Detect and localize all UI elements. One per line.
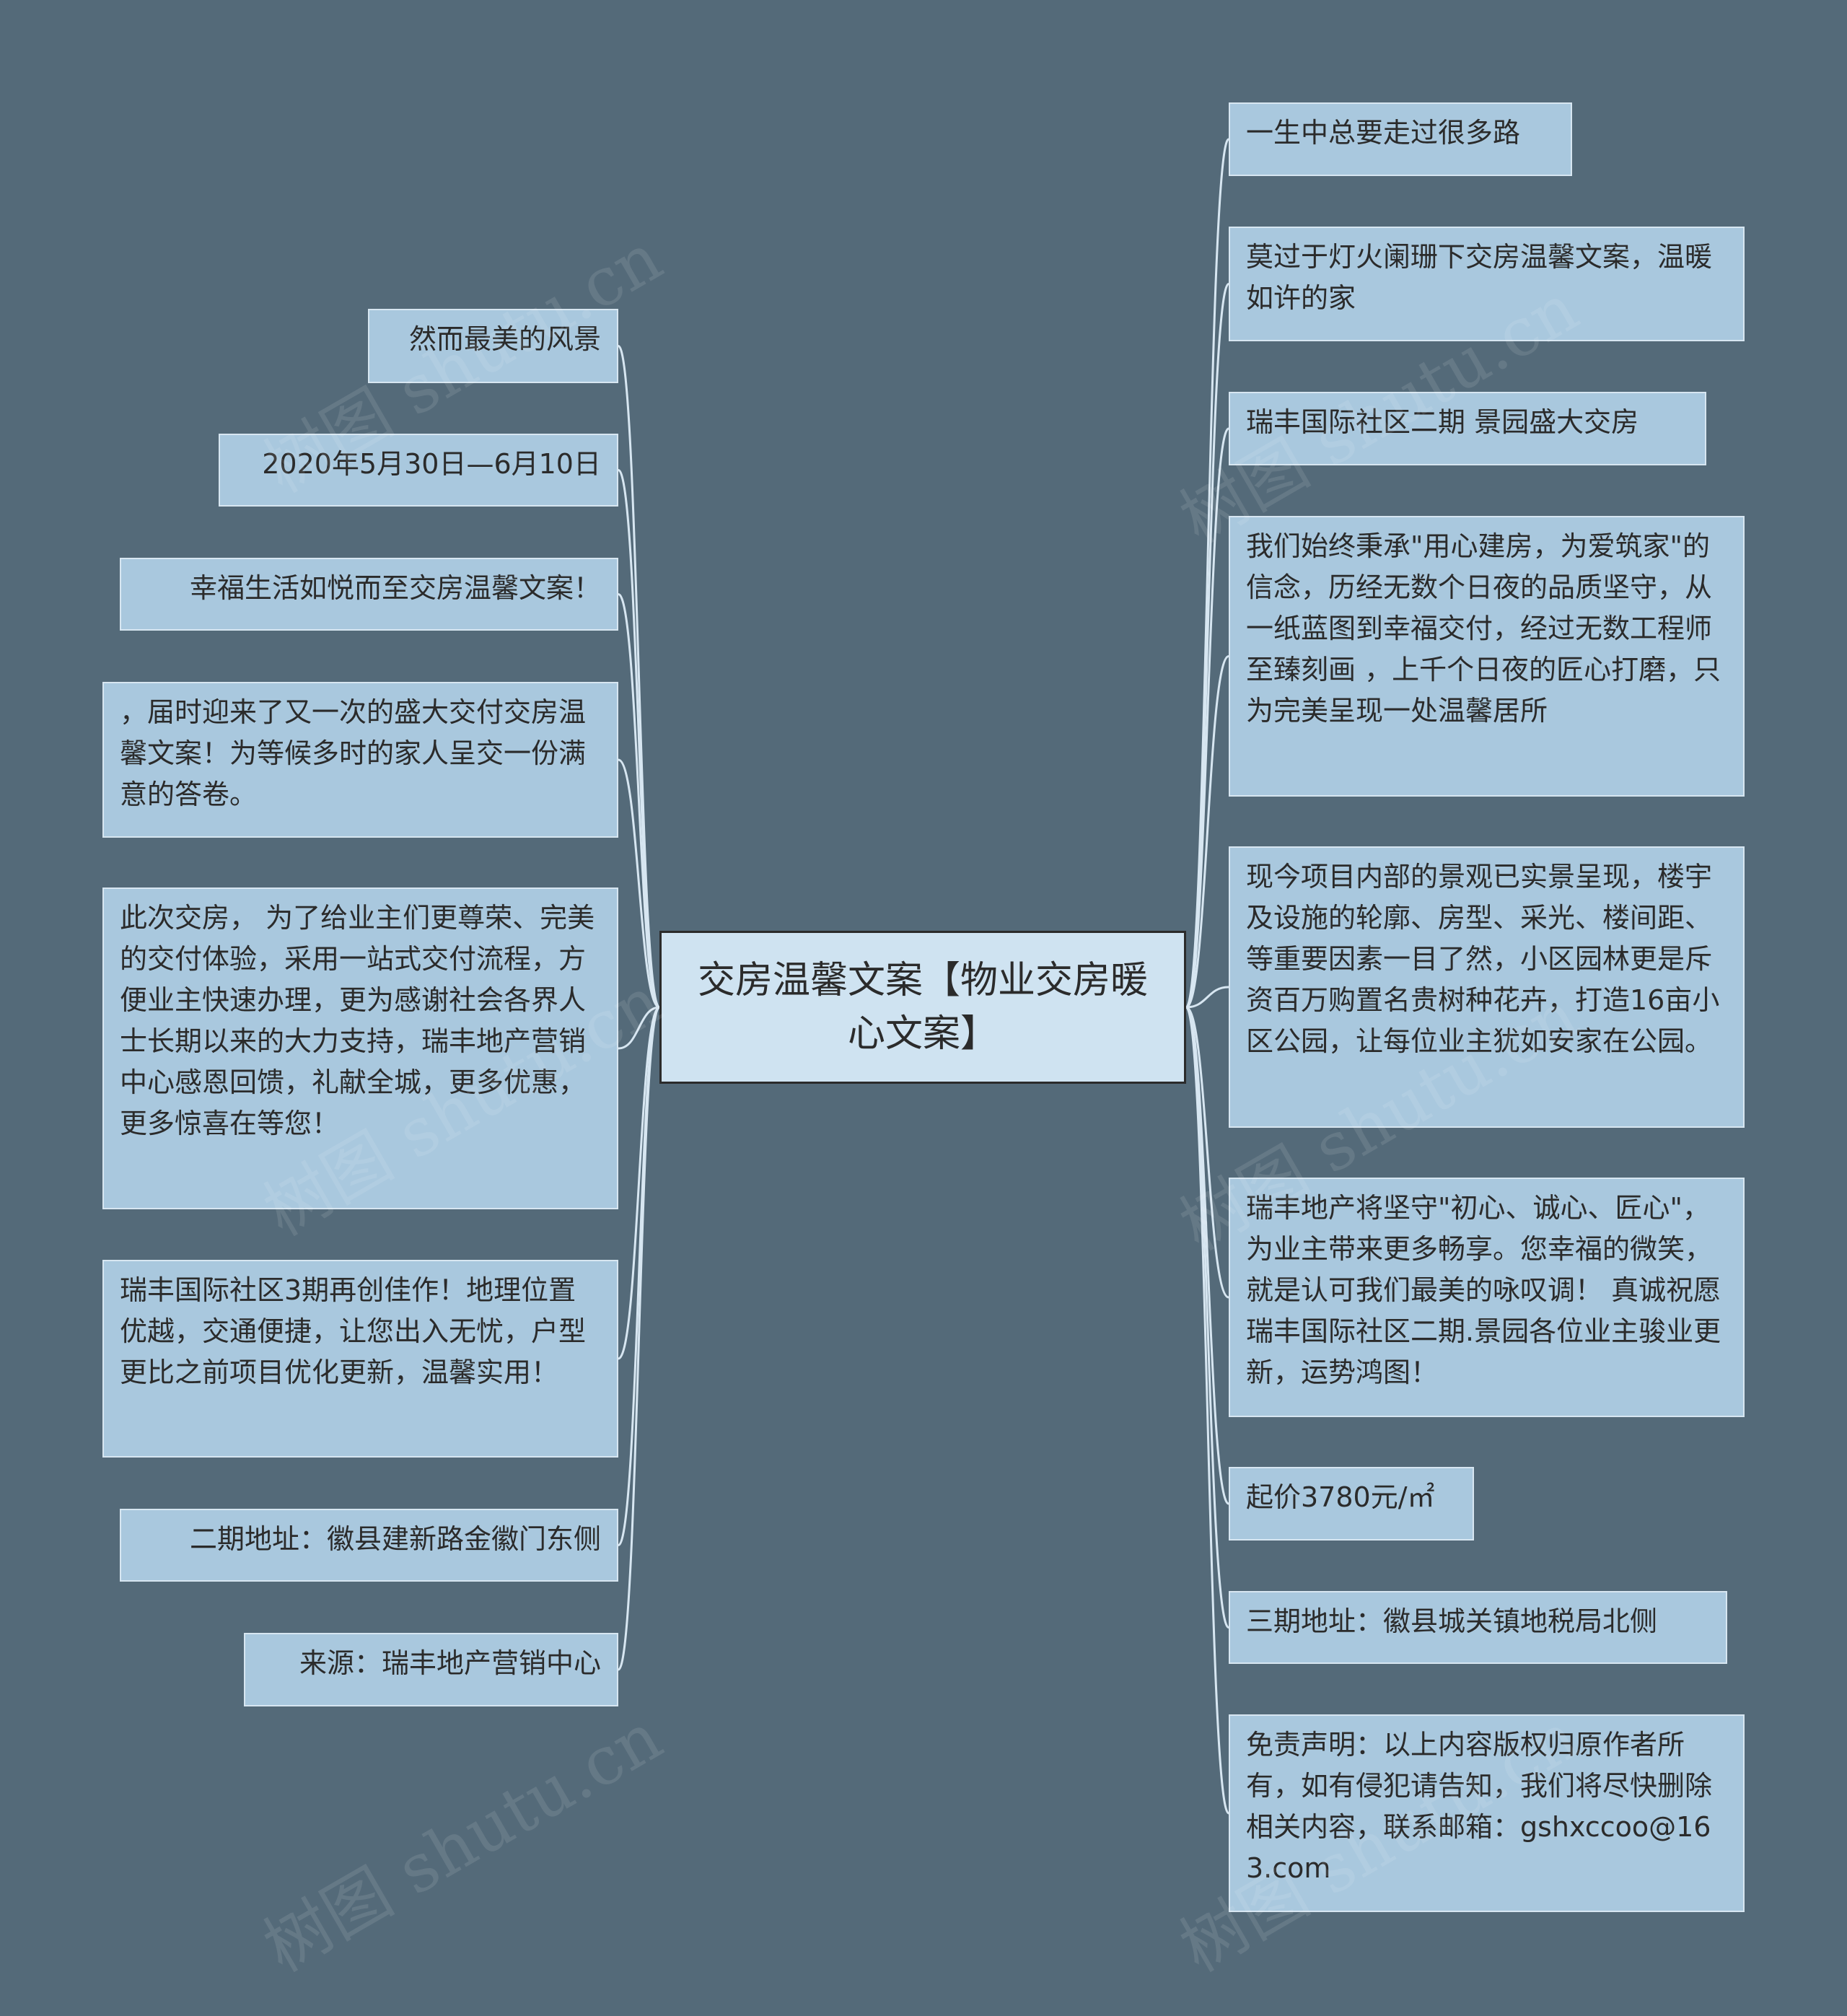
left-node-5[interactable]: 此次交房， 为了给业主们更尊荣、完美的交付体验，采用一站式交付流程，方便业主快速… — [102, 888, 618, 1209]
right-node-7[interactable]: 起价3780元/㎡ — [1229, 1467, 1474, 1541]
right-node-5-label: 现今项目内部的景观已实景呈现，楼宇及设施的轮廓、房型、采光、楼间距、等重要因素一… — [1246, 861, 1720, 1057]
left-node-8-label: 来源：瑞丰地产营销中心 — [299, 1647, 601, 1679]
right-node-1-label: 一生中总要走过很多路 — [1246, 117, 1521, 149]
left-node-6[interactable]: 瑞丰国际社区3期再创佳作！地理位置优越，交通便捷，让您出入无忧，户型更比之前项目… — [102, 1260, 618, 1458]
connector-left-2 — [617, 469, 661, 1009]
left-node-2[interactable]: 2020年5月30日—6月10日 — [219, 434, 618, 507]
right-node-6[interactable]: 瑞丰地产将坚守"初心、诚心、匠心"，为业主带来更多畅享。您幸福的微笑，就是认可我… — [1229, 1178, 1745, 1417]
right-node-9-label: 免责声明：以上内容版权归原作者所有，如有侵犯请告知，我们将尽快删除相关内容，联系… — [1246, 1729, 1713, 1884]
connector-right-5 — [1185, 986, 1229, 1009]
connector-right-9 — [1185, 1006, 1230, 1815]
right-node-9[interactable]: 免责声明：以上内容版权归原作者所有，如有侵犯请告知，我们将尽快删除相关内容，联系… — [1229, 1714, 1745, 1912]
right-node-3-label: 瑞丰国际社区二期 景园盛大交房 — [1246, 406, 1639, 438]
right-node-4[interactable]: 我们始终秉承"用心建房，为爱筑家"的信念，历经无数个日夜的品质坚守，从一纸蓝图到… — [1229, 516, 1745, 797]
right-node-5[interactable]: 现今项目内部的景观已实景呈现，楼宇及设施的轮廓、房型、采光、楼间距、等重要因素一… — [1229, 846, 1745, 1128]
right-node-8[interactable]: 三期地址：徽县城关镇地税局北侧 — [1229, 1591, 1727, 1664]
left-node-1[interactable]: 然而最美的风景 — [368, 309, 618, 383]
right-node-7-label: 起价3780元/㎡ — [1246, 1481, 1435, 1513]
connector-left-7 — [617, 1006, 661, 1546]
left-node-3-label: 幸福生活如悦而至交房温馨文案！ — [189, 572, 601, 604]
connector-right-2 — [1185, 283, 1230, 1009]
left-node-7-label: 二期地址：徽县建新路金徽门东侧 — [189, 1523, 601, 1555]
left-node-5-label: 此次交房， 为了给业主们更尊荣、完美的交付体验，采用一站式交付流程，方便业主快速… — [120, 902, 595, 1139]
left-node-8[interactable]: 来源：瑞丰地产营销中心 — [244, 1633, 618, 1706]
root-topic[interactable]: 交房温馨文案【物业交房暖心文案】 — [659, 931, 1186, 1084]
connector-left-1 — [617, 345, 661, 1009]
connector-left-8 — [617, 1006, 661, 1671]
right-node-3[interactable]: 瑞丰国际社区二期 景园盛大交房 — [1229, 392, 1706, 465]
left-node-3[interactable]: 幸福生活如悦而至交房温馨文案！ — [120, 558, 618, 631]
left-node-6-label: 瑞丰国际社区3期再创佳作！地理位置优越，交通便捷，让您出入无忧，户型更比之前项目… — [120, 1274, 587, 1388]
right-node-1[interactable]: 一生中总要走过很多路 — [1229, 102, 1572, 176]
right-node-6-label: 瑞丰地产将坚守"初心、诚心、匠心"，为业主带来更多畅享。您幸福的微笑，就是认可我… — [1246, 1192, 1721, 1388]
connector-right-6 — [1185, 1006, 1229, 1299]
right-node-2-label: 莫过于灯火阑珊下交房温馨文案，温暖如许的家 — [1246, 241, 1713, 314]
right-node-8-label: 三期地址：徽县城关镇地税局北侧 — [1246, 1605, 1658, 1637]
connector-right-4 — [1185, 655, 1229, 1009]
left-node-1-label: 然而最美的风景 — [408, 323, 601, 355]
right-node-4-label: 我们始终秉承"用心建房，为爱筑家"的信念，历经无数个日夜的品质坚守，从一纸蓝图到… — [1246, 530, 1721, 727]
connector-right-8 — [1185, 1006, 1230, 1629]
left-node-7[interactable]: 二期地址：徽县建新路金徽门东侧 — [120, 1509, 618, 1582]
connector-left-5 — [618, 1006, 660, 1050]
root-topic-label: 交房温馨文案【物业交房暖心文案】 — [697, 959, 1148, 1056]
connector-right-1 — [1185, 138, 1230, 1009]
connector-left-3 — [617, 593, 661, 1009]
right-node-2[interactable]: 莫过于灯火阑珊下交房温馨文案，温暖如许的家 — [1229, 227, 1745, 341]
connector-left-4 — [618, 758, 660, 1009]
left-node-4-label: ，届时迎来了又一次的盛大交付交房温馨文案！为等候多时的家人呈交一份满意的答卷。 — [120, 696, 587, 810]
connector-right-3 — [1185, 427, 1230, 1009]
left-node-2-label: 2020年5月30日—6月10日 — [262, 448, 601, 480]
left-node-4[interactable]: ，届时迎来了又一次的盛大交付交房温馨文案！为等候多时的家人呈交一份满意的答卷。 — [102, 682, 618, 838]
connector-left-6 — [618, 1006, 660, 1360]
